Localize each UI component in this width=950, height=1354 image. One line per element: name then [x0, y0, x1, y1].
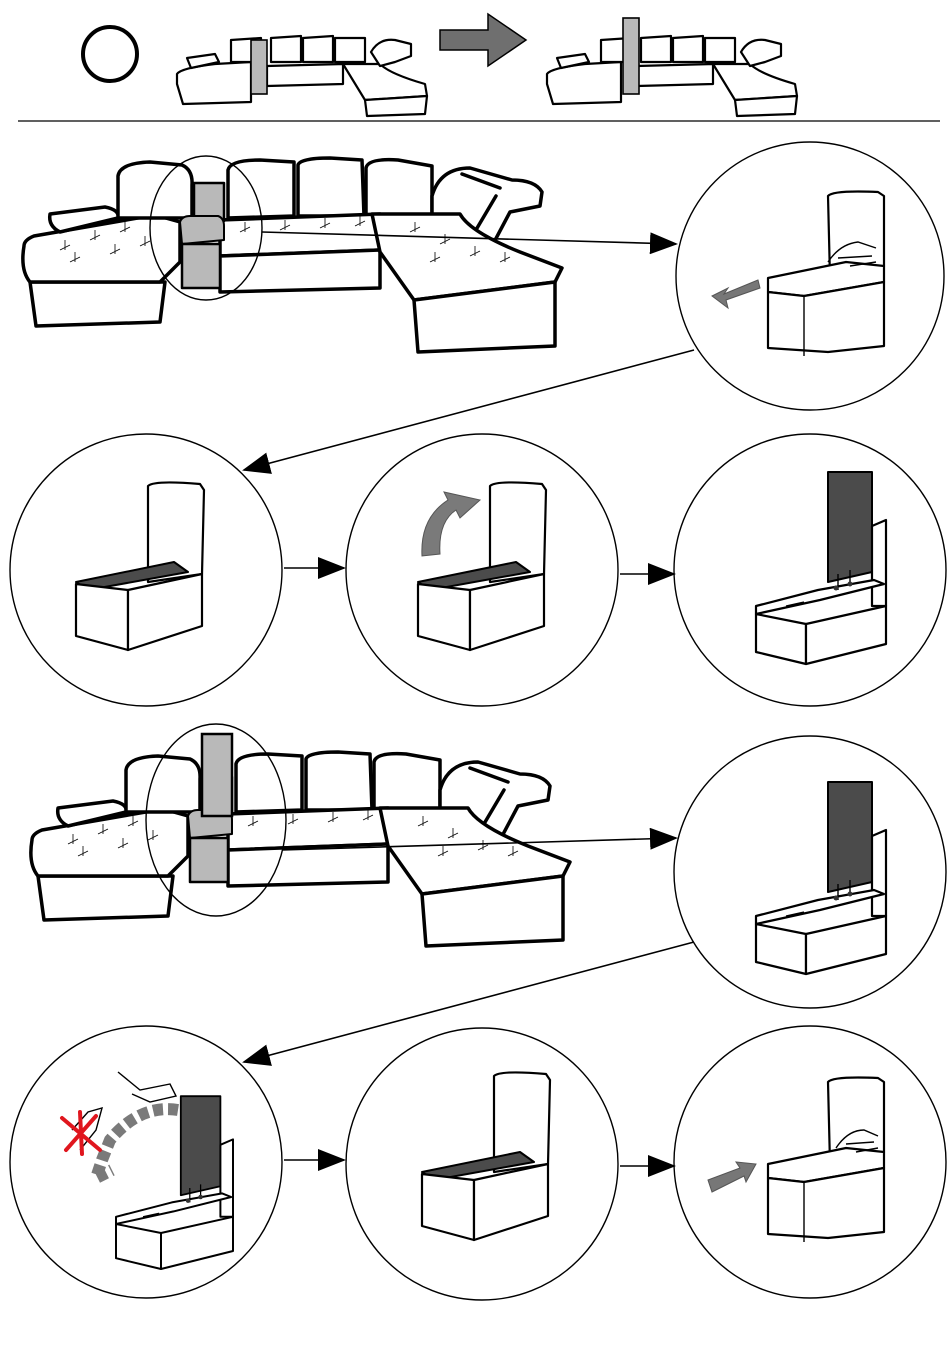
motion-arc — [96, 1109, 178, 1178]
push-arrow-icon — [708, 1162, 756, 1192]
sofa-module-highlight-2 — [31, 724, 570, 946]
lower-board-caution — [10, 1026, 344, 1298]
right-arrow-icon — [440, 14, 526, 66]
sofa-after-thumbnail — [547, 18, 797, 116]
board-lowered — [346, 1028, 674, 1300]
header-row — [18, 14, 940, 121]
circle-icon — [83, 27, 137, 81]
replace-seat-cushion — [674, 1026, 946, 1298]
prohibited-hand-icon — [62, 1108, 102, 1154]
curved-arrow-icon — [422, 492, 480, 556]
board-raised — [674, 434, 946, 706]
pull-arrow-icon — [712, 280, 760, 308]
sofa-before-thumbnail — [177, 36, 427, 116]
lift-seat-board — [346, 434, 674, 706]
sofa-module-highlight-1 — [23, 156, 676, 352]
cushion-removed — [10, 434, 344, 706]
hand-icon — [118, 1072, 176, 1102]
